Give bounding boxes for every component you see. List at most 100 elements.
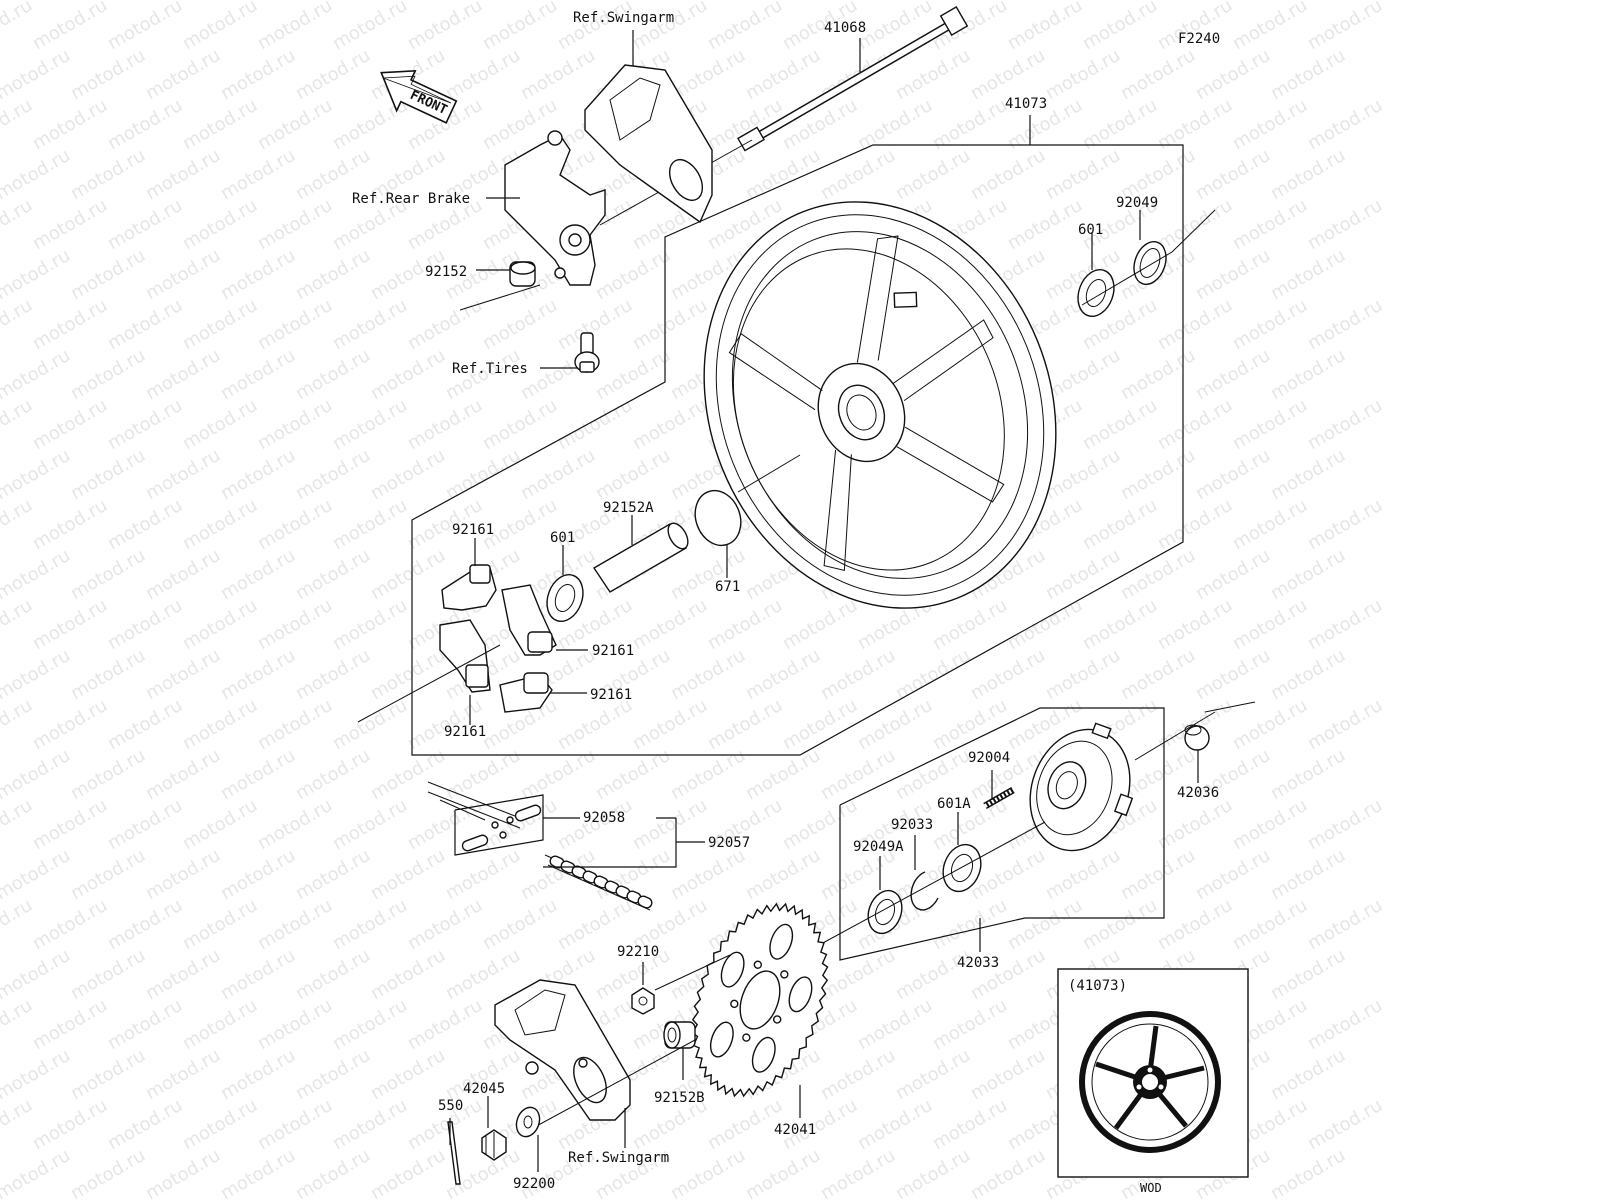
watermark-tile: motod.ru: [1229, 395, 1311, 454]
watermark-tile: motod.ru: [67, 945, 149, 1004]
watermark-tile: motod.ru: [1079, 895, 1161, 954]
watermark-tile: motod.ru: [1267, 745, 1349, 804]
watermark-tile: motod.ru: [967, 945, 1049, 1004]
collar-92152: [509, 261, 536, 287]
sprocket-cutout: [751, 1036, 776, 1073]
watermark-tile: motod.ru: [967, 1145, 1049, 1200]
axis-line-right: [1081, 251, 1173, 306]
collar-92152A: [593, 522, 689, 593]
label-42041: 42041: [774, 1122, 816, 1138]
sprocket-bolt-hole: [753, 960, 763, 969]
axis-line-center: [737, 454, 801, 493]
watermark-tile: motod.ru: [442, 0, 524, 4]
watermark-tile: motod.ru: [67, 645, 149, 704]
watermark-tile: motod.ru: [329, 495, 411, 554]
label-92033: 92033: [891, 817, 933, 833]
watermark-tile: motod.ru: [104, 395, 186, 454]
watermark-tile: motod.ru: [479, 895, 561, 954]
watermark-tile: motod.ru: [142, 1045, 224, 1104]
watermark-tile: motod.ru: [179, 895, 261, 954]
watermark-tile: motod.ru: [104, 895, 186, 954]
watermark-tile: motod.ru: [1192, 645, 1274, 704]
damper-92161-top: [441, 564, 497, 611]
watermark-tile: motod.ru: [1229, 795, 1311, 854]
sprocket-42041: [691, 902, 829, 1098]
watermark-tile: motod.ru: [967, 645, 1049, 704]
watermark-tile: motod.ru: [854, 1195, 936, 1200]
watermark-tile: motod.ru: [479, 295, 561, 354]
watermark-tile: motod.ru: [179, 295, 261, 354]
watermark-tile: motod.ru: [554, 395, 636, 454]
watermark-tile: motod.ru: [854, 1095, 936, 1154]
watermark-tile: motod.ru: [292, 945, 374, 1004]
watermark-tile: motod.ru: [329, 1195, 411, 1200]
watermark-tile: motod.ru: [1267, 645, 1349, 704]
watermark-tile: motod.ru: [0, 45, 74, 104]
watermark-tile: motod.ru: [179, 1195, 261, 1200]
watermark-tile: motod.ru: [629, 795, 711, 854]
washer-92200: [515, 1106, 541, 1138]
watermark-tile: motod.ru: [1042, 345, 1124, 404]
watermark-tile: motod.ru: [1304, 895, 1386, 954]
watermark-tile: motod.ru: [1304, 195, 1386, 254]
watermark-tile: motod.ru: [929, 1195, 1011, 1200]
coupling-group-outline: [839, 707, 1165, 961]
damper-92161-bottom: [499, 672, 553, 713]
watermark-tile: motod.ru: [404, 0, 486, 54]
watermark-tile: motod.ru: [742, 145, 824, 204]
watermark-tile: motod.ru: [1229, 495, 1311, 554]
watermark-tile: motod.ru: [104, 995, 186, 1054]
watermark-tile: motod.ru: [217, 1045, 299, 1104]
watermark-tile: motod.ru: [1267, 345, 1349, 404]
watermark-tile: motod.ru: [292, 1145, 374, 1200]
watermark-tile: motod.ru: [667, 845, 749, 904]
label-92152: 92152: [425, 264, 467, 280]
watermark-tile: motod.ru: [217, 145, 299, 204]
watermark-tile: motod.ru: [854, 695, 936, 754]
watermark-tile: motod.ru: [217, 0, 299, 4]
watermark-tile: motod.ru: [1042, 145, 1124, 204]
watermark-tile: motod.ru: [1042, 845, 1124, 904]
watermark-tile: motod.ru: [142, 45, 224, 104]
watermark-tile: motod.ru: [1229, 895, 1311, 954]
watermark-tile: motod.ru: [367, 1145, 449, 1200]
watermark-tile: motod.ru: [104, 795, 186, 854]
watermark-tile: motod.ru: [29, 395, 111, 454]
label-42033: 42033: [957, 955, 999, 971]
watermark-tile: motod.ru: [142, 1145, 224, 1200]
watermark-tile: motod.ru: [1192, 845, 1274, 904]
rear-wheel-41073: [703, 201, 1057, 609]
watermark-tile: motod.ru: [442, 45, 524, 104]
watermark-tile: motod.ru: [142, 845, 224, 904]
watermark-tile: motod.ru: [329, 295, 411, 354]
label-92161-b: 92161: [592, 643, 634, 659]
watermark-tile: motod.ru: [329, 395, 411, 454]
watermark-tile: motod.ru: [1267, 445, 1349, 504]
watermark-tile: motod.ru: [292, 345, 374, 404]
watermark-tile: motod.ru: [817, 945, 899, 1004]
watermark-tile: motod.ru: [0, 95, 36, 154]
watermark-tile: motod.ru: [104, 695, 186, 754]
label-92210: 92210: [617, 944, 659, 960]
watermark-tile: motod.ru: [292, 745, 374, 804]
watermark-tile: motod.ru: [1042, 45, 1124, 104]
watermark-tile: motod.ru: [1267, 0, 1349, 4]
watermark-tile: motod.ru: [892, 0, 974, 4]
watermark-tile: motod.ru: [779, 795, 861, 854]
watermark-tile: motod.ru: [1154, 495, 1236, 554]
watermark-tile: motod.ru: [0, 1045, 74, 1104]
label-601-top: 601: [1078, 222, 1103, 238]
watermark-tile: motod.ru: [1117, 845, 1199, 904]
watermark-tile: motod.ru: [254, 995, 336, 1054]
watermark-tile: motod.ru: [292, 245, 374, 304]
watermark-tile: motod.ru: [179, 1095, 261, 1154]
watermark-tile: motod.ru: [817, 1045, 899, 1104]
watermark-tile: motod.ru: [104, 195, 186, 254]
seal-92049: [1133, 240, 1167, 286]
label-92004: 92004: [968, 750, 1010, 766]
watermark-tile: motod.ru: [142, 145, 224, 204]
stud-92004: [983, 786, 1015, 810]
watermark-tile: motod.ru: [1192, 545, 1274, 604]
watermark-tile: motod.ru: [0, 1095, 36, 1154]
watermark-tile: motod.ru: [1304, 1195, 1386, 1200]
